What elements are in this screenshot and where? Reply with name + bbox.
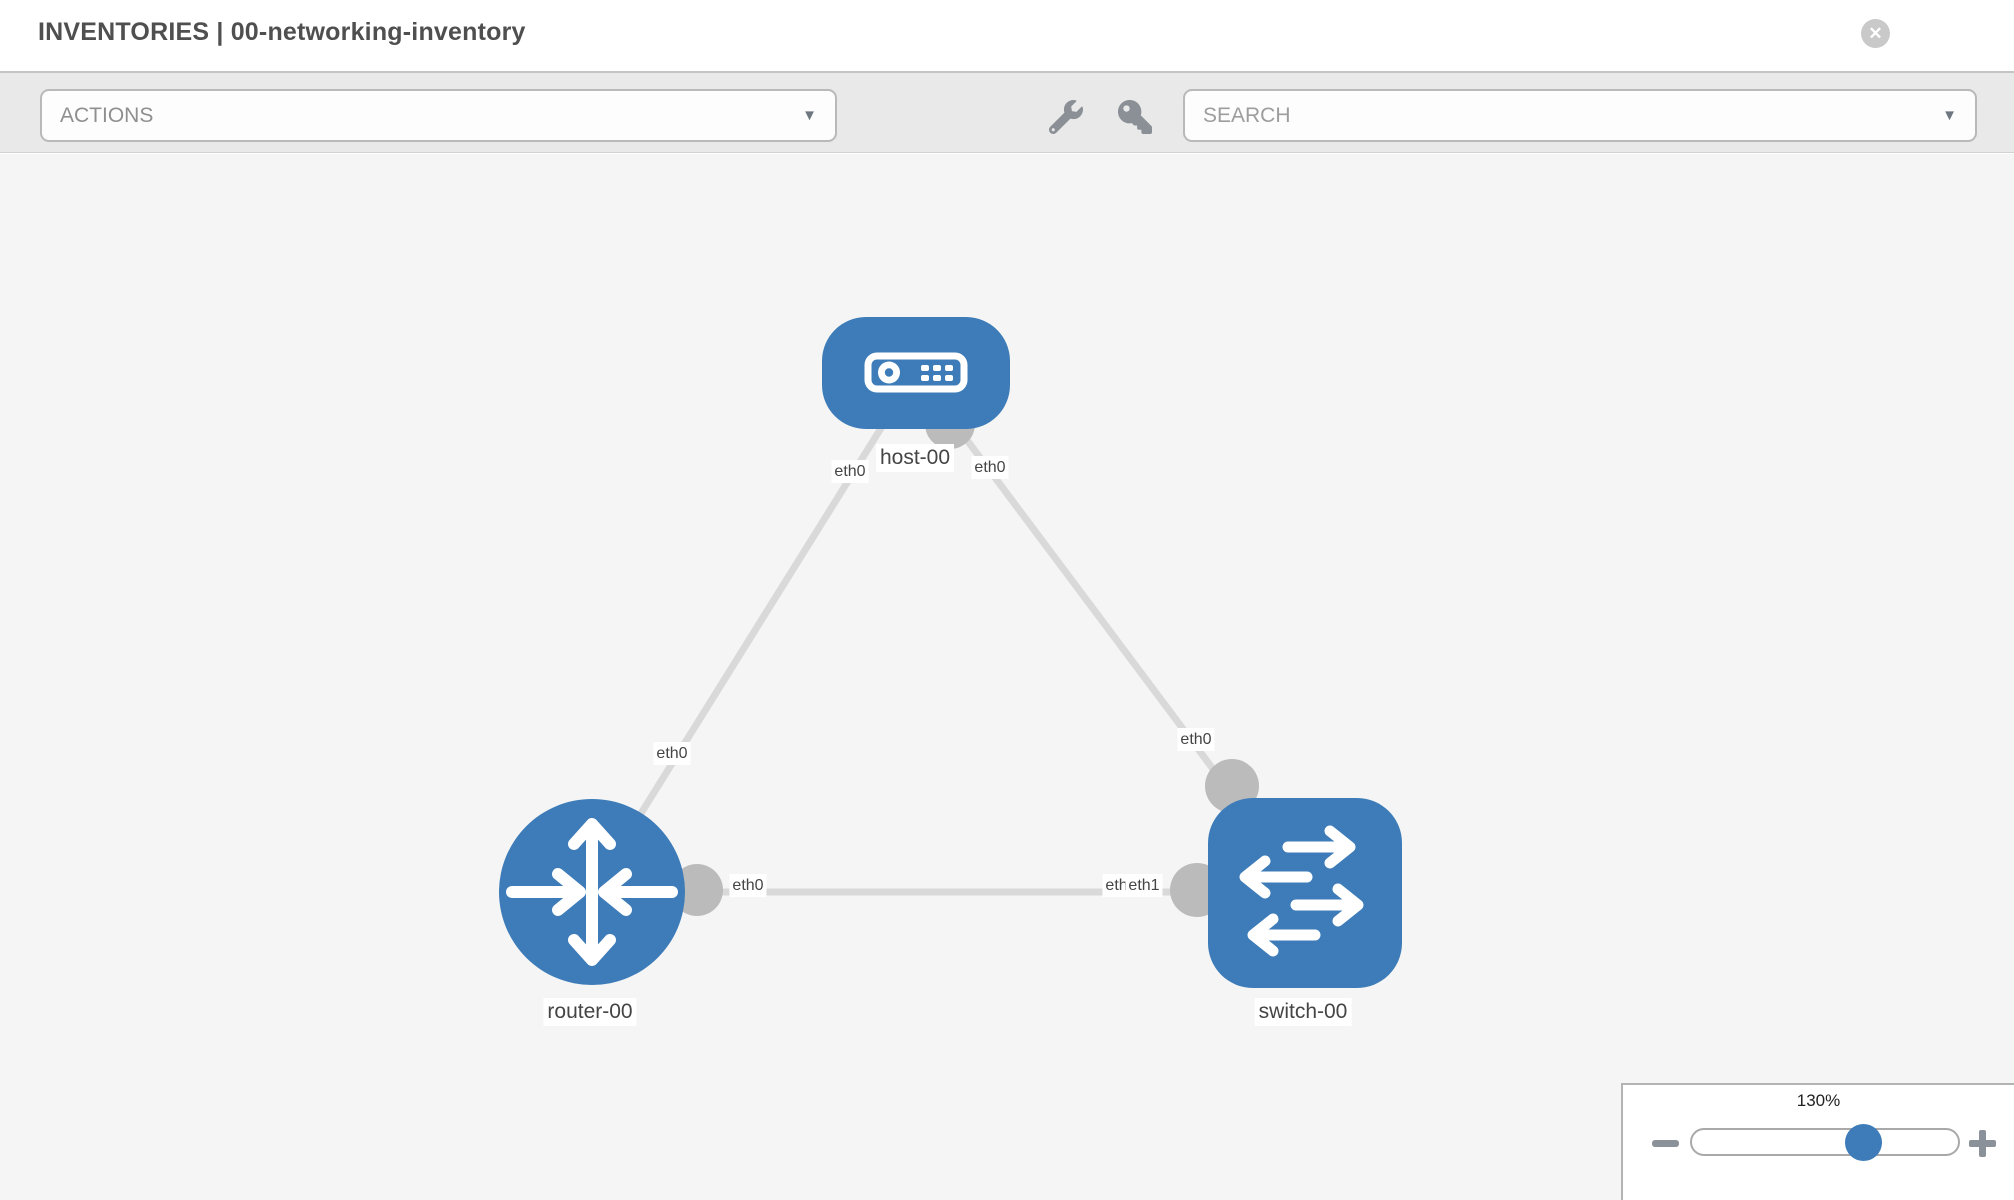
- node-label-host: host-00: [875, 444, 955, 472]
- zoom-slider-handle[interactable]: [1845, 1124, 1882, 1161]
- zoom-out-minus-icon[interactable]: [1652, 1140, 1679, 1147]
- wrench-icon[interactable]: [1048, 100, 1083, 135]
- topology-graph: [499, 317, 1402, 988]
- search-dropdown[interactable]: SEARCH ▼: [1183, 89, 1977, 142]
- zoom-level-value: 130%: [1796, 1091, 1841, 1110]
- node-label-router: router-00: [543, 998, 637, 1026]
- actions-dropdown-label: ACTIONS: [60, 103, 154, 127]
- toolbar: ACTIONS ▼ SEARCH ▼: [0, 71, 2014, 153]
- iface-label-host-eth0-left: eth0: [831, 460, 869, 483]
- node-router[interactable]: [499, 799, 685, 985]
- zoom-in-plus-icon[interactable]: [1969, 1130, 1996, 1157]
- host-icon: [864, 352, 968, 393]
- close-icon[interactable]: ✕: [1861, 19, 1890, 48]
- header: INVENTORIES | 00-networking-inventory ✕: [0, 0, 2014, 71]
- link-host-router[interactable]: [589, 370, 919, 894]
- chevron-down-icon: ▼: [1942, 106, 1957, 124]
- iface-label-router-eth0-uplink: eth0: [653, 742, 691, 765]
- switch-icon: [1239, 825, 1364, 957]
- router-icon: [506, 818, 678, 966]
- actions-dropdown[interactable]: ACTIONS ▼: [40, 89, 837, 142]
- zoom-slider-track[interactable]: [1690, 1128, 1960, 1156]
- iface-label-switch-eth0: eth0: [1177, 728, 1215, 751]
- key-icon[interactable]: [1118, 100, 1152, 134]
- page-title: INVENTORIES | 00-networking-inventory: [38, 18, 526, 46]
- iface-label-host-eth0-right: eth0: [971, 456, 1009, 479]
- search-dropdown-label: SEARCH: [1203, 103, 1291, 127]
- iface-label-switch-eth1: eth1: [1125, 874, 1163, 897]
- iface-label-router-eth0: eth0: [729, 874, 767, 897]
- node-host[interactable]: [822, 317, 1010, 429]
- topology-canvas[interactable]: host-00 router-00 switch-00 eth0 eth0 et…: [0, 154, 2014, 1200]
- zoom-control-panel: 130%: [1621, 1083, 2014, 1200]
- chevron-down-icon: ▼: [802, 106, 817, 124]
- node-label-switch: switch-00: [1254, 998, 1352, 1026]
- node-switch[interactable]: [1208, 798, 1402, 988]
- port-circles: [671, 399, 1259, 917]
